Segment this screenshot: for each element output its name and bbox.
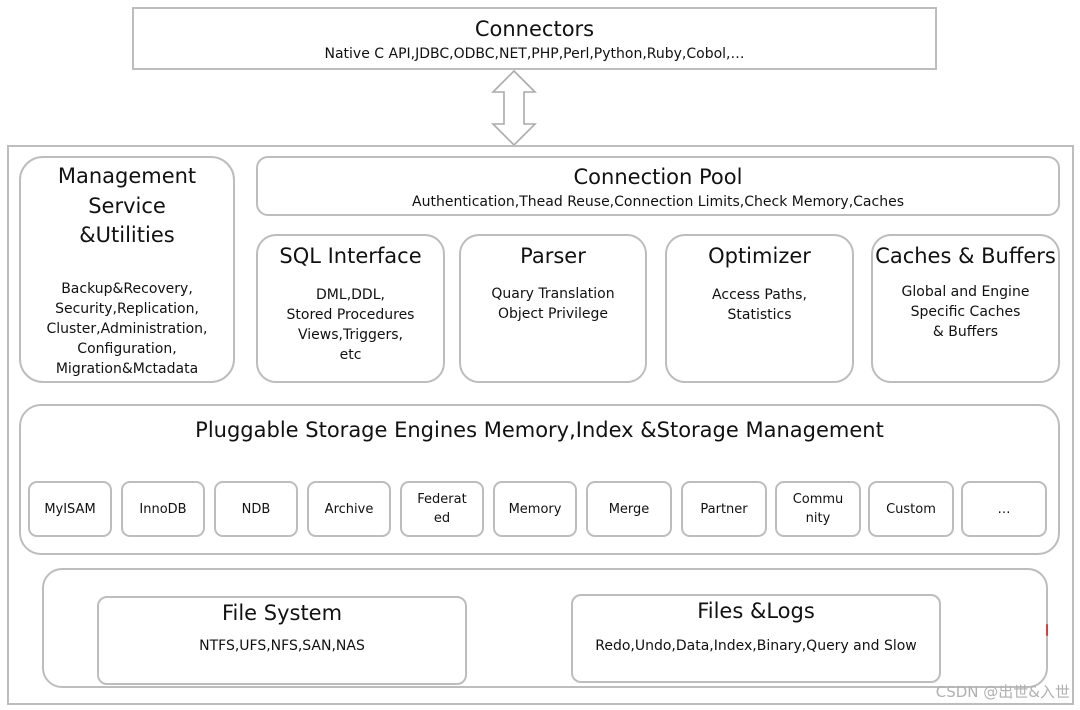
management-title-line-3: &Utilities xyxy=(79,223,175,247)
storage-engines-title: Pluggable Storage Engines Memory,Index &… xyxy=(195,418,884,442)
management-item: Security,Replication, xyxy=(55,301,199,317)
management-item: Migration&Mctadata xyxy=(55,361,199,377)
caches-buffers-line: & Buffers xyxy=(932,324,999,340)
parser-line: Quary Translation xyxy=(491,286,615,302)
optimizer-box: Optimizer Access Paths, Statistics xyxy=(665,234,854,383)
management-item: Configuration, xyxy=(77,341,177,357)
parser-title: Parser xyxy=(520,244,586,268)
caches-buffers-line: Specific Caches xyxy=(910,304,1021,320)
management-title-line-2: Service xyxy=(88,194,166,218)
caches-buffers-box: Caches & Buffers Global and Engine Speci… xyxy=(871,234,1060,383)
connectors-title: Connectors xyxy=(474,17,595,41)
engine-partner: Partner xyxy=(681,481,767,537)
file-system-title: File System xyxy=(221,601,343,625)
connection-pool-title: Connection Pool xyxy=(573,165,743,189)
double-arrow-icon xyxy=(491,70,537,146)
management-item: Cluster,Administration, xyxy=(46,321,208,337)
connectors-box: Connectors Native C API,JDBC,ODBC,NET,PH… xyxy=(132,7,937,70)
caches-buffers-line: Global and Engine xyxy=(901,284,1030,300)
file-system-subtitle: NTFS,UFS,NFS,SAN,NAS xyxy=(199,638,365,654)
engine-ndb: NDB xyxy=(214,481,298,537)
caches-buffers-title: Caches & Buffers xyxy=(875,244,1056,268)
management-item: Backup&Recovery, xyxy=(61,281,193,297)
sql-interface-box: SQL Interface DML,DDL, Stored Procedures… xyxy=(256,234,445,383)
management-services-box: Management Service &Utilities Backup&Rec… xyxy=(19,156,235,383)
engine-myisam: MyISAM xyxy=(28,481,112,537)
engine-custom: Custom xyxy=(868,481,954,537)
file-system-box: File System NTFS,UFS,NFS,SAN,NAS xyxy=(97,596,467,685)
connectors-subtitle: Native C API,JDBC,ODBC,NET,PHP,Perl,Pyth… xyxy=(324,46,745,62)
red-mark xyxy=(1046,624,1048,636)
files-logs-box: Files &Logs Redo,Undo,Data,Index,Binary,… xyxy=(571,594,941,683)
connection-pool-box: Connection Pool Authentication,Thead Reu… xyxy=(256,156,1060,216)
optimizer-title: Optimizer xyxy=(708,244,811,268)
engine-merge: Merge xyxy=(586,481,672,537)
parser-box: Parser Quary Translation Object Privileg… xyxy=(459,234,647,383)
engine-federated: Federat ed xyxy=(400,481,484,537)
parser-line: Object Privilege xyxy=(497,306,609,322)
engine-archive: Archive xyxy=(307,481,391,537)
engine-community: Commu nity xyxy=(775,481,861,537)
optimizer-line: Access Paths, xyxy=(712,287,807,303)
files-logs-title: Files &Logs xyxy=(697,599,815,623)
watermark: CSDN @出世&入世 xyxy=(935,683,1070,701)
management-title-line-1: Management xyxy=(57,164,197,188)
sql-interface-title: SQL Interface xyxy=(279,244,422,268)
sql-interface-line: DML,DDL, xyxy=(316,287,385,303)
engine-innodb: InnoDB xyxy=(121,481,205,537)
sql-interface-line: Stored Procedures xyxy=(286,307,415,323)
engine-more: … xyxy=(961,481,1047,537)
optimizer-line: Statistics xyxy=(727,307,792,323)
engine-memory: Memory xyxy=(493,481,577,537)
sql-interface-line: etc xyxy=(339,347,362,363)
files-logs-subtitle: Redo,Undo,Data,Index,Binary,Query and Sl… xyxy=(595,638,917,654)
sql-interface-line: Views,Triggers, xyxy=(298,327,403,343)
connection-pool-subtitle: Authentication,Thead Reuse,Connection Li… xyxy=(412,194,904,210)
